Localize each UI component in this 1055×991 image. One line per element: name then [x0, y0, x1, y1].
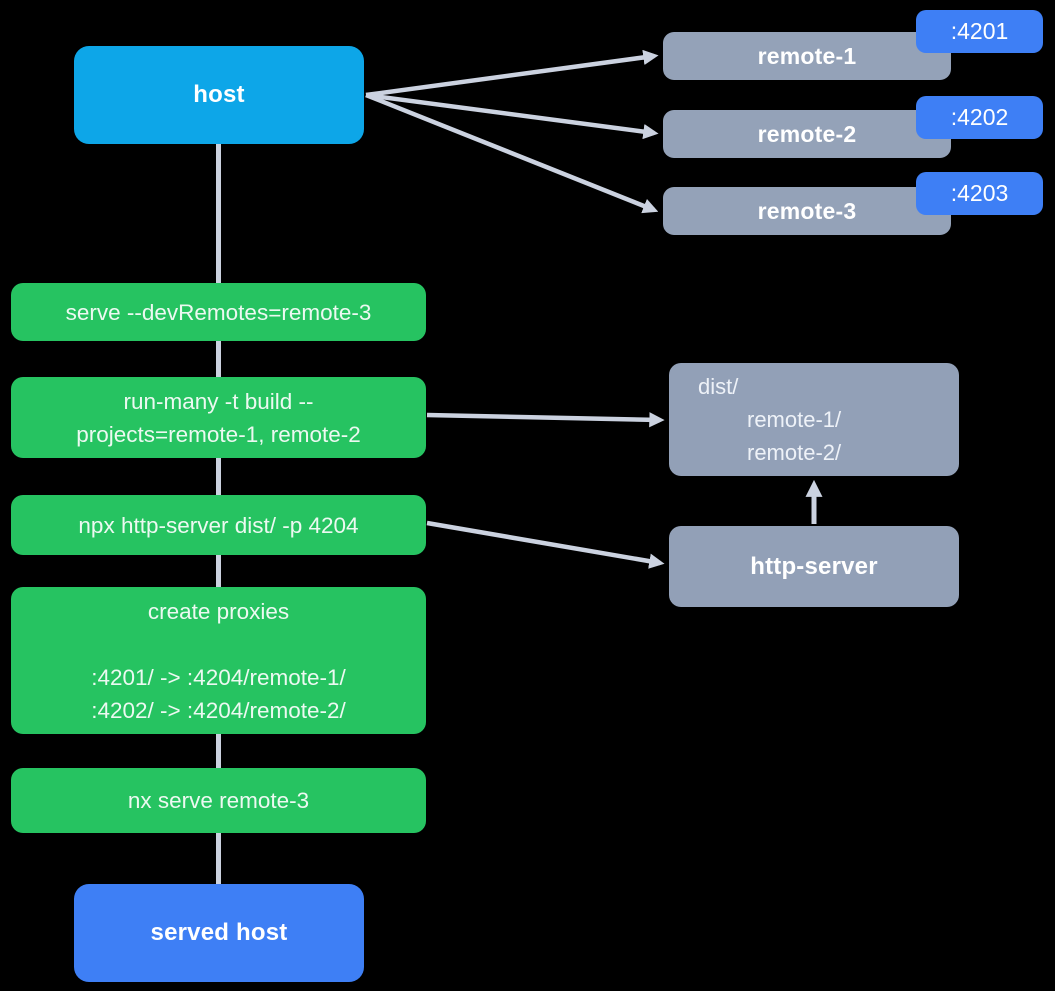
arrow-host-to-remote-1 — [365, 49, 659, 98]
step-npx-http-server: npx http-server dist/ -p 4204 — [11, 495, 426, 555]
arrow-npx-to-http-server — [426, 520, 665, 569]
node-host: host — [74, 46, 364, 144]
node-remote-1: remote-1 — [663, 32, 951, 80]
port-badge-4202-label: :4202 — [950, 104, 1009, 130]
step-create-proxies: create proxies :4201/ -> :4204/remote-1/… — [11, 587, 426, 734]
step-serve-dev-remotes: serve --devRemotes=remote-3 — [11, 283, 426, 341]
step-nx-serve-remote-3-text: nx serve remote-3 — [127, 788, 310, 813]
proxy-mapping-1: :4201/ -> :4204/remote-1/ — [91, 664, 346, 690]
served-host-label: served host — [150, 919, 288, 946]
arrow-host-to-remote-3 — [365, 92, 659, 214]
node-dist-folder: dist/ remote-1/ remote-2/ — [669, 363, 959, 476]
proxy-mapping-2: :4202/ -> :4204/remote-2/ — [91, 697, 346, 723]
remote-2-label: remote-2 — [757, 120, 857, 147]
dist-child-remote-2: remote-2/ — [747, 440, 842, 465]
step-create-proxies-title: create proxies — [147, 598, 290, 624]
step-serve-dev-remotes-text: serve --devRemotes=remote-3 — [65, 299, 372, 325]
step-nx-serve-remote-3: nx serve remote-3 — [11, 768, 426, 833]
dist-root-label: dist/ — [698, 374, 739, 399]
step-run-many-build-line-2: projects=remote-1, remote-2 — [76, 421, 361, 447]
port-badge-4203-label: :4203 — [950, 180, 1009, 206]
arrow-host-to-remote-2 — [365, 92, 659, 140]
step-npx-http-server-text: npx http-server dist/ -p 4204 — [78, 512, 359, 538]
node-remote-3: remote-3 — [663, 187, 951, 235]
remote-1-label: remote-1 — [757, 42, 857, 69]
host-label: host — [193, 81, 245, 108]
step-run-many-build: run-many -t build -- projects=remote-1, … — [11, 377, 426, 458]
port-badge-4201-label: :4201 — [950, 18, 1009, 44]
remote-3-label: remote-3 — [757, 197, 857, 224]
node-remote-2: remote-2 — [663, 110, 951, 158]
node-served-host: served host — [74, 884, 364, 982]
dist-child-remote-1: remote-1/ — [747, 407, 842, 432]
step-run-many-build-line-1: run-many -t build -- — [123, 388, 314, 414]
port-badge-4202: :4202 — [916, 96, 1043, 139]
arrow-build-to-dist — [426, 412, 665, 428]
port-badge-4203: :4203 — [916, 172, 1043, 215]
node-http-server: http-server — [669, 526, 959, 607]
http-server-label: http-server — [750, 552, 878, 580]
port-badge-4201: :4201 — [916, 10, 1043, 53]
